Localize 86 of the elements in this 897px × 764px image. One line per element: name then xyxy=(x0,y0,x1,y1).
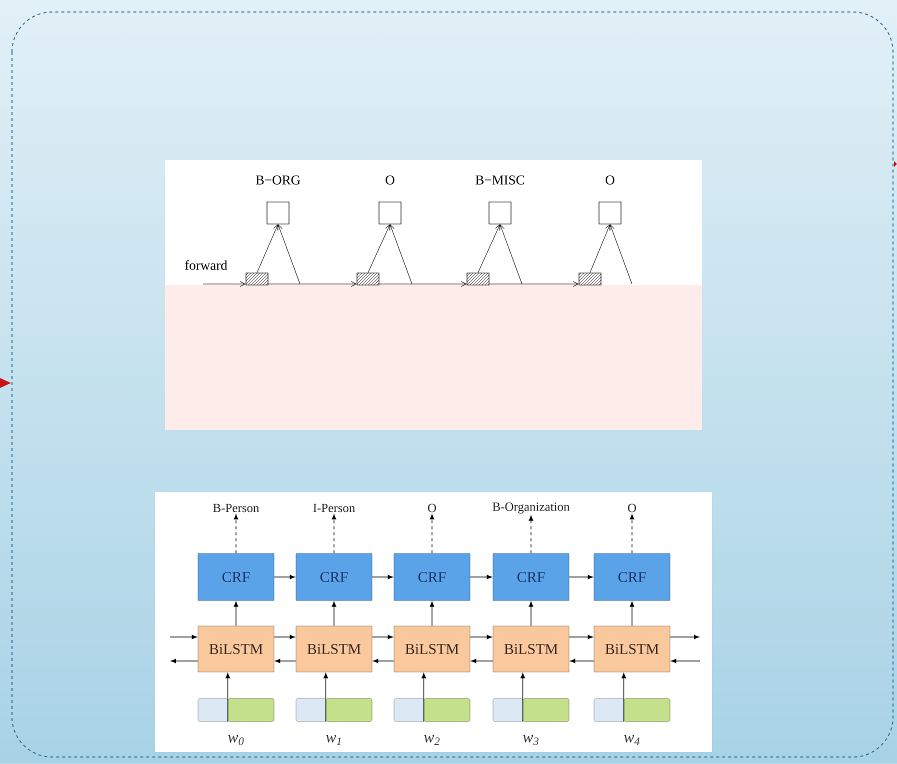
arrow xyxy=(274,634,295,640)
arrow xyxy=(670,634,700,640)
bilstm-box: BiLSTM xyxy=(492,626,570,672)
tag-label: B-Person xyxy=(213,504,260,512)
arrow xyxy=(332,602,336,626)
arrow xyxy=(170,634,197,640)
arrow xyxy=(590,224,610,273)
arrow xyxy=(568,634,593,640)
word-label: w$_{4}$ xyxy=(624,735,640,745)
arrow xyxy=(630,514,634,554)
hatched-box xyxy=(246,272,268,286)
tag-label: B−ORG xyxy=(256,175,300,185)
crf-box: CRF xyxy=(492,553,570,601)
word-label: w$_{1}$ xyxy=(326,735,341,745)
bilstm-box: BiLSTM xyxy=(394,626,470,672)
embedding-box xyxy=(296,698,326,722)
tag-label: O xyxy=(606,175,614,185)
tag-label: B−MISC xyxy=(476,175,524,185)
bilstm-box: BiLSTM xyxy=(198,626,274,672)
crf-box: CRF xyxy=(198,553,274,601)
tag-label: O xyxy=(386,175,394,185)
arrow xyxy=(372,634,393,640)
arrow xyxy=(570,658,594,664)
arrow xyxy=(430,602,434,626)
embedding-box xyxy=(394,698,424,722)
arrow xyxy=(324,673,328,722)
arrow xyxy=(274,574,295,580)
output-box xyxy=(488,202,512,224)
arrow xyxy=(671,658,700,664)
hatched-box xyxy=(356,272,380,286)
arrow xyxy=(332,514,336,554)
arrow xyxy=(489,281,578,287)
arrow xyxy=(256,224,278,273)
arrow xyxy=(422,673,426,722)
tag-label: B-Organization xyxy=(492,502,570,514)
arrow xyxy=(430,514,434,554)
arrow xyxy=(471,658,494,664)
arrow xyxy=(275,658,296,664)
arrow xyxy=(389,224,412,284)
embedding-box xyxy=(198,698,228,722)
crf-box: CRF xyxy=(296,553,372,601)
output-box xyxy=(266,202,290,224)
arrow xyxy=(379,281,466,287)
output-box xyxy=(378,202,402,224)
arrow xyxy=(372,574,393,580)
tag-label: O xyxy=(628,504,636,512)
arrow xyxy=(234,602,238,626)
embedding-box xyxy=(326,698,372,722)
arrow xyxy=(528,516,534,554)
arrow xyxy=(568,574,593,580)
arrow xyxy=(630,602,634,626)
arrow xyxy=(622,673,626,722)
arrow xyxy=(373,658,394,664)
arrow xyxy=(368,224,390,273)
bilstm-box: BiLSTM xyxy=(594,626,670,672)
embedding-box xyxy=(424,698,470,722)
arrow xyxy=(499,224,522,284)
arrow xyxy=(520,673,525,722)
word-label: w$_{2}$ xyxy=(424,735,440,745)
tag-label: I-Person xyxy=(313,504,355,512)
crf-box: CRF xyxy=(394,553,470,601)
embedding-box xyxy=(522,698,570,722)
crf-box: CRF xyxy=(594,553,670,601)
arrow xyxy=(528,602,534,626)
embedding-box xyxy=(624,698,670,722)
output-box xyxy=(598,202,622,224)
arrow xyxy=(226,673,230,722)
embedding-box xyxy=(594,698,624,722)
embedding-box xyxy=(228,698,274,722)
forward-label: forward xyxy=(185,260,228,270)
tag-label: O xyxy=(428,504,436,512)
arrow xyxy=(470,574,492,580)
arrow xyxy=(234,514,238,554)
hatched-box xyxy=(466,272,490,286)
word-label: w$_{0}$ xyxy=(228,735,244,746)
arrow xyxy=(609,224,632,284)
arrow xyxy=(478,224,500,273)
arrow xyxy=(268,281,356,287)
embedding-box xyxy=(492,698,524,722)
bilstm-box: BiLSTM xyxy=(296,626,372,672)
arrow xyxy=(202,281,246,287)
hatched-box xyxy=(578,272,602,286)
word-label: w$_{3}$ xyxy=(523,735,538,746)
arrow xyxy=(277,224,300,284)
arrow xyxy=(470,634,492,640)
arrow xyxy=(170,658,198,664)
